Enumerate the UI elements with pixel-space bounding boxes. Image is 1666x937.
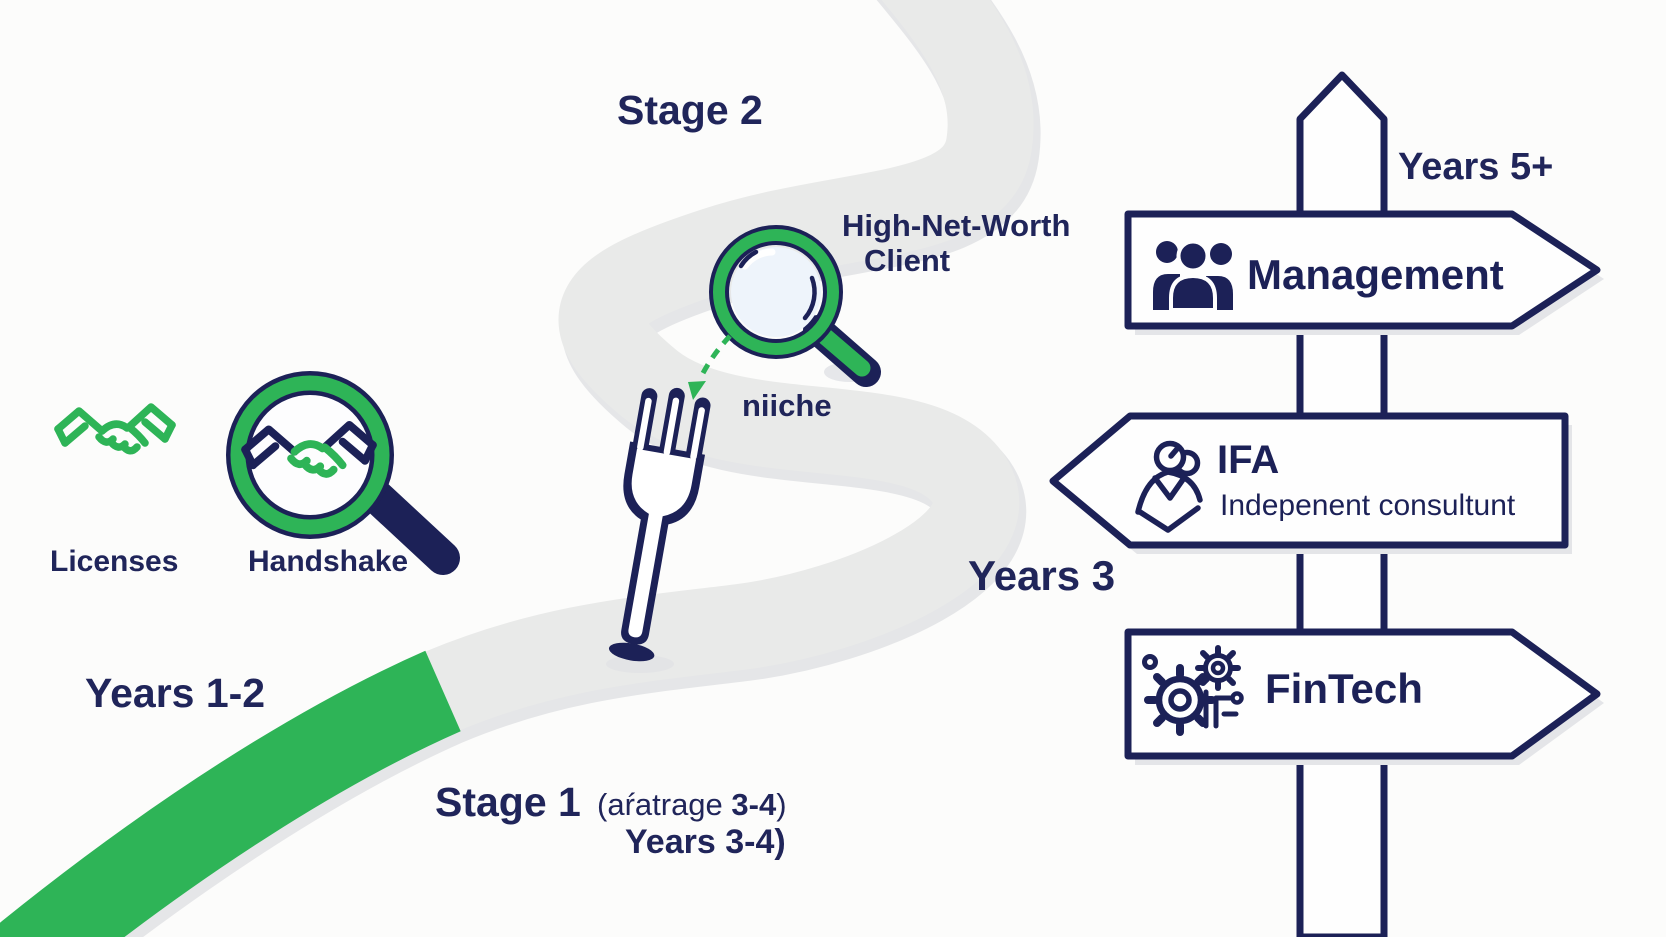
consultant-icon bbox=[1135, 440, 1203, 533]
stage1-note-line1: (aŕatrage 3-4) bbox=[597, 789, 787, 820]
note-suffix: ) bbox=[776, 787, 787, 822]
fintech-label: FinTech bbox=[1265, 665, 1423, 712]
years3-label: Years 3 bbox=[968, 552, 1116, 599]
dashed-arrow-icon bbox=[688, 334, 732, 400]
stage1-note-line2: Years 3-4) bbox=[625, 823, 786, 861]
people-icon bbox=[1153, 239, 1233, 312]
note-years: 3-4 bbox=[731, 787, 777, 822]
ifa-subtitle: Indepenent consultunt bbox=[1220, 489, 1516, 522]
client-label-line1: High-Net-Worth bbox=[842, 208, 1071, 243]
gears-icon bbox=[1142, 645, 1244, 736]
fork-icon bbox=[606, 387, 711, 673]
licenses-label: Licenses bbox=[50, 545, 179, 578]
sign-management bbox=[1124, 210, 1604, 335]
years12-label: Years 1-2 bbox=[85, 670, 266, 716]
ifa-title: IFA bbox=[1217, 438, 1280, 482]
stage2-label: Stage 2 bbox=[617, 87, 763, 133]
sign-ifa bbox=[1049, 412, 1572, 554]
stage1-label: Stage 1 bbox=[435, 779, 581, 825]
licenses-handshake-icon bbox=[54, 403, 176, 455]
road-green-segment bbox=[0, 650, 461, 937]
magnifier-handshake-icon bbox=[226, 371, 460, 575]
handshake-label: Handshake bbox=[248, 545, 409, 578]
sign-fintech bbox=[1124, 628, 1604, 765]
client-label-line2: Client bbox=[864, 243, 951, 278]
signpost bbox=[1049, 71, 1604, 937]
magnifier-icon bbox=[709, 225, 881, 387]
management-label: Management bbox=[1247, 251, 1504, 298]
niche-label: niiche bbox=[742, 388, 832, 423]
note-prefix: (aŕatrage bbox=[597, 787, 732, 822]
years5-label: Years 5+ bbox=[1398, 146, 1554, 188]
